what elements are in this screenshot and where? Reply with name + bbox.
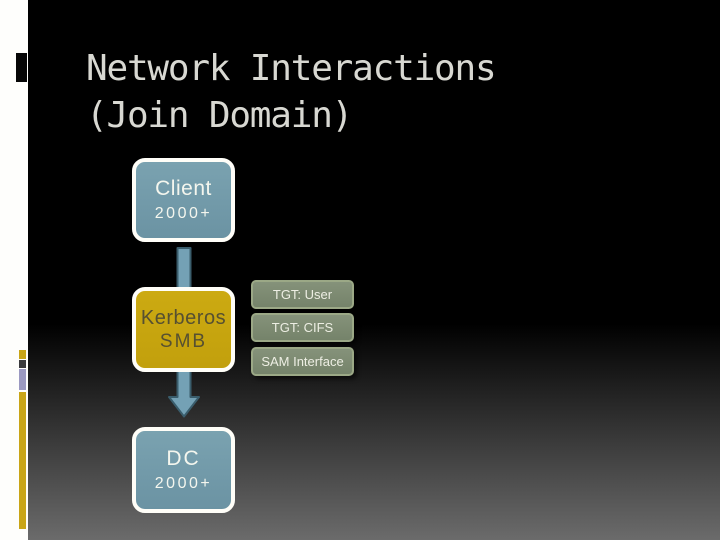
- accent-square-gold: [19, 350, 26, 359]
- slide-title: Network Interactions (Join Domain): [86, 45, 497, 139]
- accent-bar-gold: [19, 392, 26, 529]
- node-kerberos-title: Kerberos: [140, 306, 227, 329]
- arrow-down-connector: [176, 247, 192, 293]
- side-label-tgt-cifs: TGT: CIFS: [251, 313, 354, 342]
- node-client: Client 2000+: [132, 158, 235, 242]
- node-dc-subtitle: 2000+: [154, 474, 213, 492]
- node-kerberos-subtitle: SMB: [159, 330, 208, 352]
- side-label-tgt-user: TGT: User: [251, 280, 354, 309]
- side-label-sam-interface: SAM Interface: [251, 347, 354, 376]
- node-client-title: Client: [155, 177, 212, 201]
- node-kerberos: Kerberos SMB: [132, 287, 235, 372]
- node-client-subtitle: 2000+: [154, 204, 213, 222]
- slide-title-line1: Network Interactions: [86, 48, 497, 89]
- node-dc: DC 2000+: [132, 427, 235, 513]
- accent-square-dark: [19, 360, 26, 368]
- arrow-down-icon: [168, 369, 200, 418]
- accent-square-lavender: [19, 369, 26, 390]
- slide-title-line2: (Join Domain): [86, 95, 353, 136]
- title-bullet-marker: [16, 53, 27, 82]
- node-dc-title: DC: [166, 447, 201, 471]
